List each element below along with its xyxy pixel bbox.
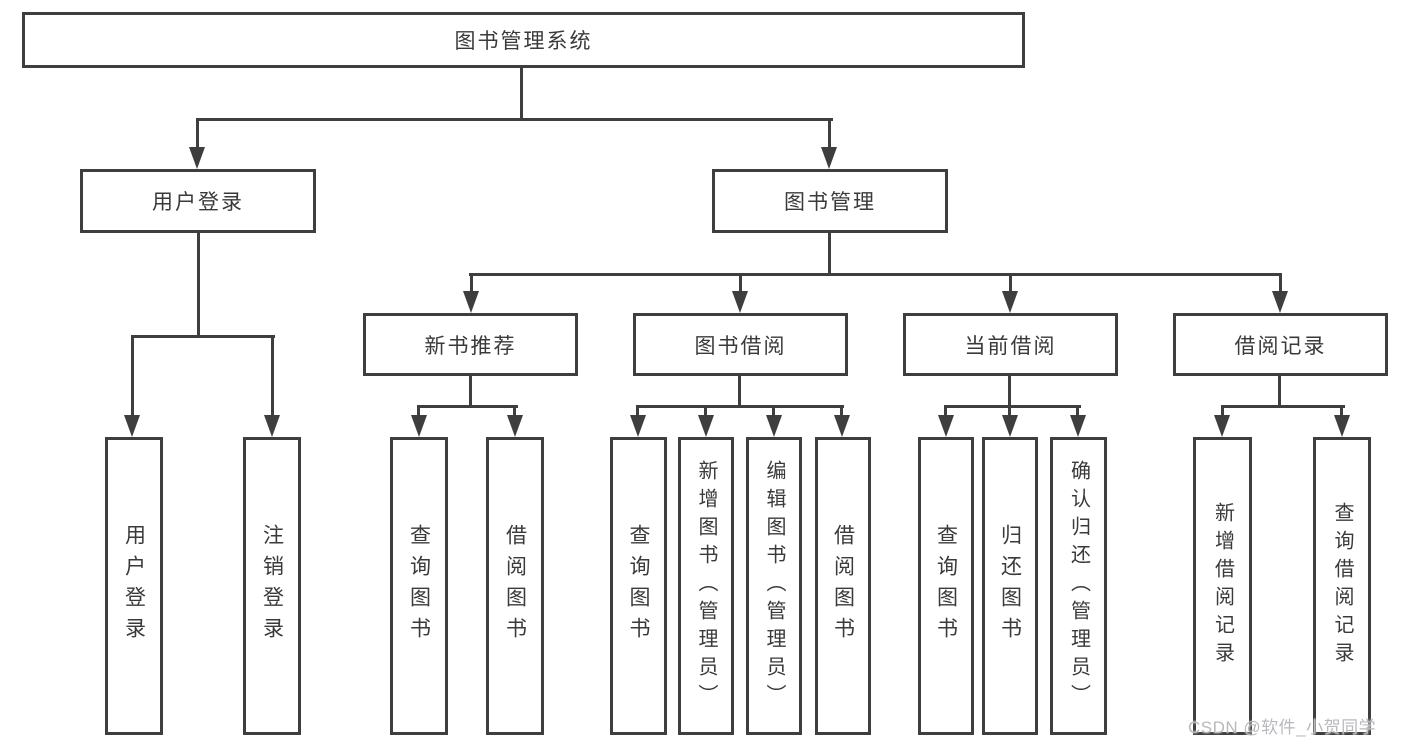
leaf-borrow-book: 借阅图书	[815, 437, 871, 735]
connector-line	[828, 121, 831, 149]
connector-arrowhead	[1002, 291, 1018, 313]
connector-line	[1008, 376, 1011, 408]
leaf-query-book-borrow-label: 查询图书	[627, 524, 650, 648]
connector-line	[469, 376, 472, 408]
node-current-borrow-label: 当前借阅	[964, 334, 1057, 358]
connector-line	[1009, 276, 1012, 294]
connector-line	[704, 408, 707, 417]
connector-line	[739, 276, 742, 294]
connector-line	[197, 233, 200, 338]
connector-line	[1076, 408, 1079, 417]
leaf-logout-label: 注销登录	[260, 524, 284, 648]
node-new-book-recommend: 新书推荐	[363, 313, 578, 376]
connector-arrowhead	[1070, 415, 1086, 437]
node-book-borrow: 图书借阅	[633, 313, 848, 376]
connector-arrowhead	[411, 415, 427, 437]
connector-arrowhead	[1002, 415, 1018, 437]
connector-line	[1279, 276, 1282, 294]
connector-line	[470, 276, 473, 294]
connector-line	[469, 273, 1282, 276]
leaf-query-book-recommend-label: 查询图书	[407, 524, 431, 648]
connector-arrowhead	[938, 415, 954, 437]
node-book-management: 图书管理	[712, 169, 948, 233]
connector-line	[636, 405, 844, 408]
leaf-user-login-label: 用户登录	[122, 524, 146, 648]
leaf-add-book-admin: 新增图书（管理员）	[678, 437, 734, 735]
leaf-query-borrow-record: 查询借阅记录	[1313, 437, 1371, 735]
leaf-borrow-book-recommend-label: 借阅图书	[503, 524, 527, 648]
node-borrow-record: 借阅记录	[1173, 313, 1388, 376]
leaf-edit-book-admin-label: 编辑图书（管理员）	[763, 460, 785, 712]
node-new-book-recommend-label: 新书推荐	[424, 334, 517, 358]
connector-line	[738, 376, 741, 408]
connector-arrowhead	[698, 415, 714, 437]
node-book-borrow-label: 图书借阅	[694, 334, 787, 358]
connector-arrowhead	[630, 415, 646, 437]
connector-line	[520, 68, 523, 121]
leaf-add-borrow-record: 新增借阅记录	[1193, 437, 1252, 735]
connector-line	[944, 405, 1081, 408]
connector-line	[840, 408, 843, 417]
leaf-user-login: 用户登录	[105, 437, 163, 735]
leaf-edit-book-admin: 编辑图书（管理员）	[746, 437, 802, 735]
connector-arrowhead	[124, 415, 140, 437]
node-root: 图书管理系统	[22, 12, 1025, 68]
connector-line	[417, 408, 420, 417]
connector-arrowhead	[1334, 415, 1350, 437]
connector-arrowhead	[189, 147, 205, 169]
csdn-watermark: CSDN @软件_小贺同学	[1188, 718, 1377, 737]
connector-line	[196, 118, 833, 121]
connector-line	[772, 408, 775, 417]
connector-line	[513, 408, 516, 417]
leaf-borrow-book-label: 借阅图书	[831, 524, 855, 648]
leaf-return-book-label: 归还图书	[998, 524, 1022, 648]
leaf-query-borrow-record-label: 查询借阅记录	[1331, 502, 1353, 670]
connector-arrowhead	[821, 147, 837, 169]
node-book-management-label: 图书管理	[784, 191, 876, 214]
connector-line	[1340, 408, 1343, 417]
node-root-label: 图书管理系统	[454, 30, 593, 53]
leaf-confirm-return-admin-label: 确认归还（管理员）	[1067, 460, 1090, 712]
leaf-query-book-borrow: 查询图书	[610, 437, 667, 735]
connector-line	[636, 408, 639, 417]
connector-arrowhead	[1214, 415, 1230, 437]
connector-line	[131, 338, 134, 417]
leaf-borrow-book-recommend: 借阅图书	[486, 437, 544, 735]
connector-line	[417, 405, 518, 408]
connector-line	[1221, 408, 1224, 417]
connector-line	[1278, 376, 1281, 408]
leaf-query-book-recommend: 查询图书	[390, 437, 448, 735]
leaf-confirm-return-admin: 确认归还（管理员）	[1050, 437, 1107, 735]
leaf-add-borrow-record-label: 新增借阅记录	[1211, 502, 1234, 670]
connector-line	[944, 408, 947, 417]
connector-line	[828, 233, 831, 276]
connector-line	[131, 335, 275, 338]
leaf-return-book: 归还图书	[982, 437, 1038, 735]
connector-line	[196, 121, 199, 149]
connector-arrowhead	[1272, 291, 1288, 313]
node-current-borrow: 当前借阅	[903, 313, 1118, 376]
node-borrow-record-label: 借阅记录	[1234, 334, 1327, 358]
connector-arrowhead	[732, 291, 748, 313]
node-user-login: 用户登录	[80, 169, 316, 233]
leaf-query-book-current: 查询图书	[918, 437, 974, 735]
leaf-logout: 注销登录	[243, 437, 301, 735]
connector-line	[1221, 405, 1345, 408]
connector-line	[1008, 408, 1011, 417]
connector-arrowhead	[834, 415, 850, 437]
node-user-login-label: 用户登录	[152, 191, 244, 214]
connector-arrowhead	[264, 415, 280, 437]
leaf-add-book-admin-label: 新增图书（管理员）	[695, 460, 717, 712]
leaf-query-book-current-label: 查询图书	[934, 524, 958, 648]
connector-line	[271, 338, 274, 417]
connector-arrowhead	[507, 415, 523, 437]
connector-arrowhead	[463, 291, 479, 313]
connector-arrowhead	[766, 415, 782, 437]
